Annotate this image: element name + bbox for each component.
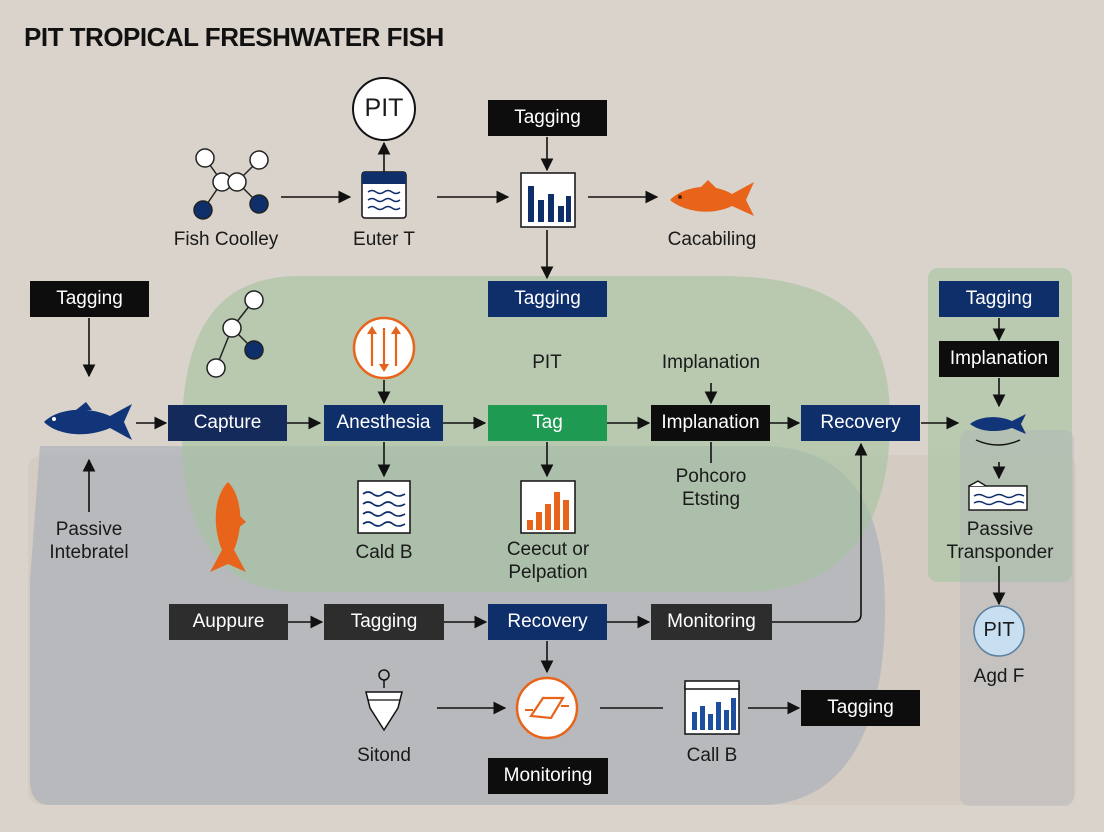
cald-label: Cald B <box>355 542 413 563</box>
call-label: Call B <box>686 745 738 766</box>
transponder-icon <box>968 480 1028 511</box>
euter-label: Euter T <box>353 229 415 250</box>
orange-vertical-fish-icon <box>210 482 246 572</box>
water-container-icon <box>361 171 407 219</box>
agd-label: Agd F <box>973 666 1025 687</box>
fish-coolley-label: Fish Coolley <box>173 229 279 250</box>
passive-transponder-line1: Passive <box>966 519 1034 540</box>
orange-diamond-icon <box>515 676 579 740</box>
pohcoro-label: Pohcoro Etsting <box>656 465 766 511</box>
blue-fish-icon <box>44 402 132 440</box>
anesthesia-box: Anesthesia <box>324 405 443 441</box>
passive-transponder-label: Passive Transponder <box>930 518 1070 564</box>
passive-intebratel-label: Passive Intebratel <box>30 518 148 564</box>
tagging-top-box: Tagging <box>488 100 607 136</box>
capture-box: Capture <box>168 405 287 441</box>
tag-box: Tag <box>488 405 607 441</box>
implanation-right-box: Implanation <box>939 341 1059 377</box>
water-box-icon <box>357 480 411 534</box>
network-icon <box>193 148 269 220</box>
passive-transponder-line2: Transponder <box>946 542 1054 563</box>
pohcoro-line1: Pohcoro <box>675 466 747 487</box>
arrows-circle-icon <box>352 316 416 380</box>
implanation-label: Implanation <box>661 352 761 373</box>
bar-chart-bottom-icon <box>684 680 740 735</box>
tagging-left-box: Tagging <box>30 281 149 317</box>
pit-label: PIT <box>532 352 562 373</box>
buoy-icon <box>365 669 403 732</box>
orange-fish-icon <box>670 180 754 216</box>
tagging-right-box: Tagging <box>939 281 1059 317</box>
monitoring-black-box: Monitoring <box>488 758 608 794</box>
diagram-title: PIT TROPICAL FRESHWATER FISH <box>24 22 444 52</box>
passive-line2: Intebratel <box>49 542 129 563</box>
implanation-box: Implanation <box>651 405 770 441</box>
tagging-end-box: Tagging <box>801 690 920 726</box>
pit-circle-label: PIT <box>364 94 404 122</box>
passive-line1: Passive <box>55 519 123 540</box>
pit-light-circle-label: PIT <box>983 619 1015 641</box>
cecut-label: Ceecut or Pelpation <box>488 538 608 584</box>
recovery-box: Recovery <box>801 405 920 441</box>
pit-circle-icon <box>352 77 416 141</box>
pit-light-circle-icon <box>973 605 1025 657</box>
sitond-label: Sitond <box>357 745 411 766</box>
tagging-bottom-box: Tagging <box>324 604 444 640</box>
cecut-line2: Pelpation <box>508 562 588 583</box>
network-small-icon <box>206 290 264 378</box>
bar-chart-icon <box>520 172 576 228</box>
small-fish-icon <box>970 414 1026 446</box>
cecut-line1: Ceecut or <box>506 539 590 560</box>
recovery-bottom-box: Recovery <box>488 604 607 640</box>
pohcoro-line2: Etsting <box>681 489 741 510</box>
cacabiling-label: Cacabiling <box>667 229 757 250</box>
tagging-center-box: Tagging <box>488 281 607 317</box>
monitoring-bottom-box: Monitoring <box>651 604 772 640</box>
orange-bar-chart-icon <box>520 480 576 534</box>
auppure-box: Auppure <box>169 604 288 640</box>
